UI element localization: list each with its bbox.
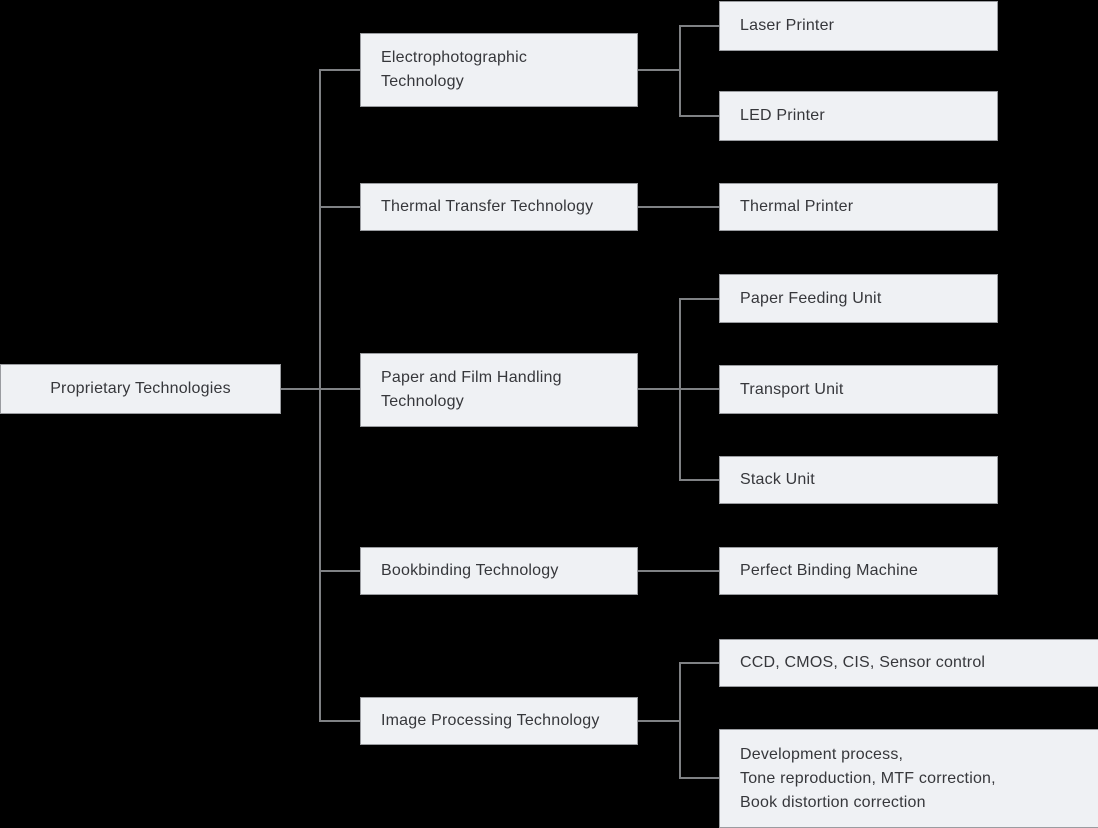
- connector-branch-thermal-transfer: [319, 206, 361, 208]
- connector-image-elbow-stub: [638, 720, 681, 722]
- connector-ccd-stub: [679, 662, 719, 664]
- node-thermal-transfer-technology: Thermal Transfer Technology: [360, 183, 638, 231]
- connector-paper-elbow-stub: [638, 388, 681, 390]
- connector-root-stub: [281, 388, 321, 390]
- node-image-processing-technology: Image Processing Technology: [360, 697, 638, 745]
- node-perfect-binding-machine: Perfect Binding Machine: [719, 547, 998, 595]
- connector-image-elbow: [679, 662, 681, 779]
- connector-trunk: [319, 69, 321, 722]
- node-development-process: Development process, Tone reproduction, …: [719, 729, 1098, 828]
- connector-led-printer-stub: [679, 115, 719, 117]
- node-electrophotographic-technology: Electrophotographic Technology: [360, 33, 638, 107]
- connector-stack-stub: [679, 479, 719, 481]
- node-led-printer: LED Printer: [719, 91, 998, 141]
- connector-thermal-printer-line: [638, 206, 719, 208]
- node-paper-and-film-handling-technology: Paper and Film Handling Technology: [360, 353, 638, 427]
- node-ccd-cmos-cis-sensor-control: CCD, CMOS, CIS, Sensor control: [719, 639, 1098, 687]
- connector-electro-elbow: [679, 25, 681, 117]
- connector-branch-paper-film: [319, 388, 361, 390]
- node-laser-printer: Laser Printer: [719, 1, 998, 51]
- connector-branch-electrophotographic: [319, 69, 361, 71]
- connector-development-stub: [679, 777, 719, 779]
- connector-electro-elbow-stub: [638, 69, 681, 71]
- connector-branch-image-processing: [319, 720, 361, 722]
- node-stack-unit: Stack Unit: [719, 456, 998, 504]
- node-paper-feeding-unit: Paper Feeding Unit: [719, 274, 998, 323]
- node-bookbinding-technology: Bookbinding Technology: [360, 547, 638, 595]
- node-transport-unit: Transport Unit: [719, 365, 998, 414]
- connector-branch-bookbinding: [319, 570, 361, 572]
- connector-paper-feeding-stub: [679, 298, 719, 300]
- node-thermal-printer: Thermal Printer: [719, 183, 998, 231]
- node-proprietary-technologies: Proprietary Technologies: [0, 364, 281, 414]
- connector-laser-printer-stub: [679, 25, 719, 27]
- connector-transport-stub: [679, 388, 719, 390]
- connector-perfect-binding-line: [638, 570, 719, 572]
